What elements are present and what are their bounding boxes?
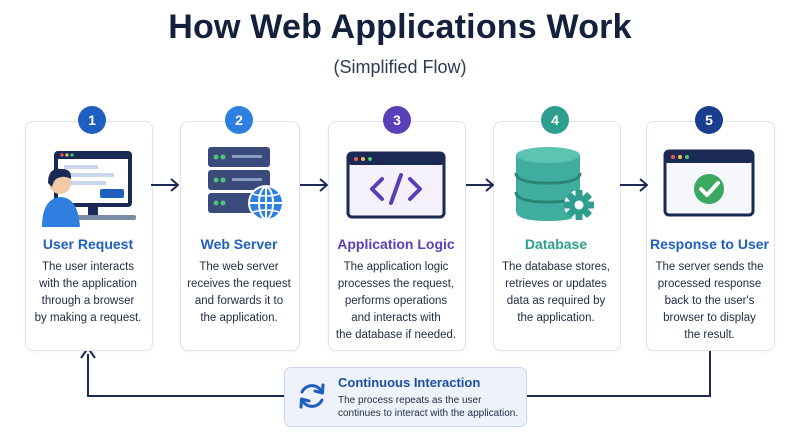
page-subtitle: (Simplified Flow)	[333, 57, 467, 77]
arrow-right-icon	[300, 178, 328, 192]
arrow-right-icon	[151, 178, 179, 192]
step-description-5: The server sends the processed response …	[655, 261, 764, 341]
continuous-interaction-box	[284, 367, 527, 427]
step-title-5: Response to User	[649, 236, 770, 252]
user-at-computer-icon	[42, 151, 136, 227]
arrow-right-icon	[466, 178, 494, 192]
database-gear-icon	[514, 147, 594, 221]
step-badge-5: 5	[695, 106, 723, 134]
step-badge-1: 1	[78, 106, 106, 134]
step-badge-2: 2	[225, 106, 253, 134]
server-globe-icon	[208, 147, 284, 221]
step-badge-4: 4	[541, 106, 569, 134]
step-title-1: User Request	[42, 236, 134, 252]
step-card-4	[493, 121, 621, 351]
step-description-4: The database stores, retrieves or update…	[501, 261, 611, 324]
step-title-2: Web Server	[200, 236, 278, 252]
step-title-4: Database	[524, 236, 588, 252]
step-description-2: The web server receives the request and …	[187, 261, 291, 324]
arrow-right-icon	[620, 178, 648, 192]
refresh-cycle-icon	[299, 383, 325, 409]
step-title-3: Application Logic	[337, 236, 455, 252]
step-description-3: The application logic processes the requ…	[335, 261, 457, 341]
step-description-1: The user interacts with the application …	[34, 261, 142, 324]
step-badge-3: 3	[383, 106, 411, 134]
checkmark-window-icon	[663, 149, 755, 217]
continuous-interaction-title: Continuous Interaction	[338, 375, 481, 390]
code-window-icon	[346, 151, 446, 219]
continuous-interaction-description: The process repeats as the user continue…	[338, 395, 519, 419]
page-title: How Web Applications Work	[168, 8, 632, 46]
